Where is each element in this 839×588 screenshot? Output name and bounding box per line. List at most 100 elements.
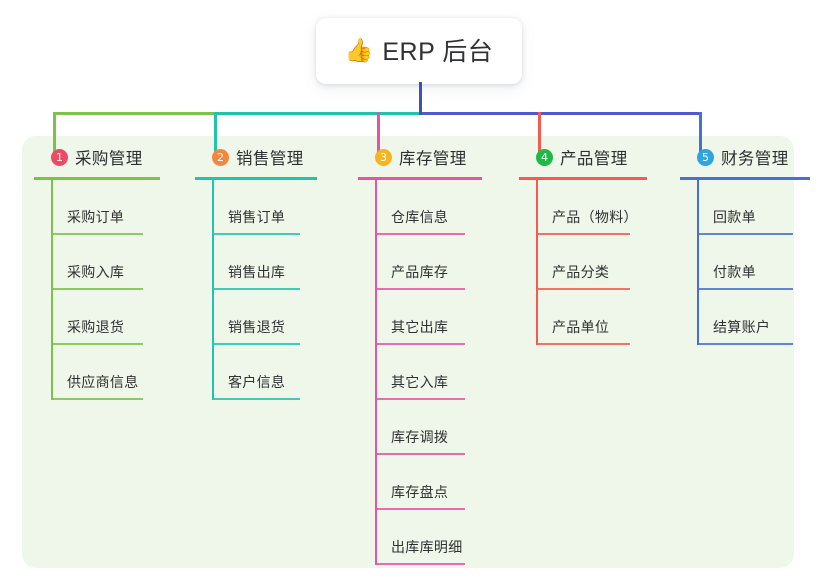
branch-item-label: 库存调拨 [391, 429, 449, 445]
branch-column-5: 5 财务管理回款单付款单结算账户 [680, 146, 810, 345]
branch-item[interactable]: 其它入库 [358, 345, 482, 400]
branch-number-badge: 1 [51, 148, 68, 166]
branch-item[interactable]: 付款单 [680, 235, 810, 290]
branch-item-underline [375, 288, 465, 290]
trunk-segment-mid [214, 112, 422, 115]
branch-item-label: 结算账户 [713, 319, 771, 335]
branch-item[interactable]: 产品（物料） [519, 180, 647, 235]
branch-item-label: 产品库存 [391, 264, 449, 280]
branch-item[interactable]: 仓库信息 [358, 180, 482, 235]
branch-column-2: 2 销售管理销售订单销售出库销售退货客户信息 [195, 146, 317, 400]
root-node[interactable]: 👍 ERP 后台 [316, 18, 522, 84]
branch-number-badge: 5 [697, 148, 714, 166]
branch-item-underline [375, 398, 465, 400]
branch-item[interactable]: 客户信息 [195, 345, 317, 400]
branch-item-underline [536, 343, 630, 345]
branch-item[interactable]: 其它出库 [358, 290, 482, 345]
branch-item-label: 回款单 [713, 209, 756, 225]
branch-item-label: 采购入库 [67, 264, 125, 280]
branch-item[interactable]: 结算账户 [680, 290, 810, 345]
branch-column-3: 3 库存管理仓库信息产品库存其它出库其它入库库存调拨库存盘点出库库明细 [358, 146, 482, 565]
branch-column-4: 4 产品管理产品（物料） 产品分类产品单位 [519, 146, 647, 345]
branch-underline [195, 177, 317, 180]
branch-spine [51, 180, 53, 400]
branch-item-label: 采购订单 [67, 209, 125, 225]
branch-item-list: 产品（物料） 产品分类产品单位 [519, 180, 647, 345]
branch-item-underline [51, 343, 143, 345]
branch-title: 销售管理 [236, 150, 304, 168]
branch-spine [375, 180, 377, 565]
branch-item[interactable]: 销售出库 [195, 235, 317, 290]
branch-item-list: 仓库信息产品库存其它出库其它入库库存调拨库存盘点出库库明细 [358, 180, 482, 565]
branch-item-underline [536, 288, 630, 290]
branch-item[interactable]: 库存盘点 [358, 455, 482, 510]
branch-item[interactable]: 销售退货 [195, 290, 317, 345]
trunk-segment-right [419, 112, 702, 115]
branch-item-underline [212, 343, 300, 345]
branch-item[interactable]: 产品单位 [519, 290, 647, 345]
root-node-title: ERP 后台 [382, 38, 494, 66]
branch-item-underline [375, 563, 465, 565]
branch-item[interactable]: 采购入库 [34, 235, 160, 290]
branch-item-label: 其它出库 [391, 319, 449, 335]
branch-underline [34, 177, 160, 180]
branch-item-label: 销售退货 [228, 319, 286, 335]
drop-line-4 [538, 112, 541, 160]
branches-panel [22, 136, 794, 568]
branch-item-label: 销售出库 [228, 264, 286, 280]
branch-item-underline [51, 233, 143, 235]
branch-item-underline [375, 508, 465, 510]
branch-item[interactable]: 回款单 [680, 180, 810, 235]
branch-column-1: 1 采购管理采购订单采购入库采购退货供应商信息 [34, 146, 160, 400]
branch-title: 采购管理 [75, 150, 143, 168]
branch-underline [358, 177, 482, 180]
branch-item-list: 销售订单销售出库销售退货客户信息 [195, 180, 317, 400]
branch-title: 产品管理 [560, 150, 628, 168]
root-stem [419, 82, 422, 115]
branch-item-label: 付款单 [713, 264, 756, 280]
thumbs-up-icon: 👍 [344, 36, 374, 63]
branch-item-underline [536, 233, 630, 235]
branch-spine [697, 180, 699, 345]
branch-number-badge: 2 [212, 148, 229, 166]
branch-header-1[interactable]: 1 采购管理 [34, 146, 160, 168]
branch-underline [519, 177, 647, 180]
branch-header-3[interactable]: 3 库存管理 [358, 146, 482, 168]
branch-item-underline [375, 343, 465, 345]
branch-item-label: 出库库明细 [391, 539, 463, 555]
branch-header-4[interactable]: 4 产品管理 [519, 146, 647, 168]
branch-item-label: 产品单位 [552, 319, 610, 335]
branch-item[interactable]: 出库库明细 [358, 510, 482, 565]
branch-item[interactable]: 库存调拨 [358, 400, 482, 455]
branch-item-underline [212, 398, 300, 400]
branch-header-5[interactable]: 5 财务管理 [680, 146, 810, 168]
branch-item[interactable]: 供应商信息 [34, 345, 160, 400]
branch-title: 财务管理 [721, 150, 789, 168]
branch-item-underline [697, 233, 793, 235]
branch-item-label: 销售订单 [228, 209, 286, 225]
branch-item-label: 客户信息 [228, 374, 286, 390]
branch-item-label: 产品（物料） [552, 209, 638, 225]
branch-item-label: 其它入库 [391, 374, 449, 390]
trunk-segment-left [53, 112, 217, 115]
branch-item[interactable]: 产品分类 [519, 235, 647, 290]
branch-header-2[interactable]: 2 销售管理 [195, 146, 317, 168]
branch-item[interactable]: 采购订单 [34, 180, 160, 235]
branch-item-underline [697, 343, 793, 345]
branch-item-underline [212, 233, 300, 235]
branch-spine [536, 180, 538, 345]
branch-number-badge: 3 [375, 148, 392, 166]
drop-line-2 [214, 112, 217, 160]
branch-item-underline [697, 288, 793, 290]
drop-line-3 [377, 112, 380, 160]
branch-item-label: 供应商信息 [67, 374, 139, 390]
branch-item[interactable]: 采购退货 [34, 290, 160, 345]
branch-title: 库存管理 [399, 150, 467, 168]
branch-item-underline [375, 233, 465, 235]
branch-item-list: 回款单付款单结算账户 [680, 180, 810, 345]
branch-item[interactable]: 销售订单 [195, 180, 317, 235]
branch-number-badge: 4 [536, 148, 553, 166]
branch-spine [212, 180, 214, 400]
branch-item[interactable]: 产品库存 [358, 235, 482, 290]
branch-item-label: 产品分类 [552, 264, 610, 280]
